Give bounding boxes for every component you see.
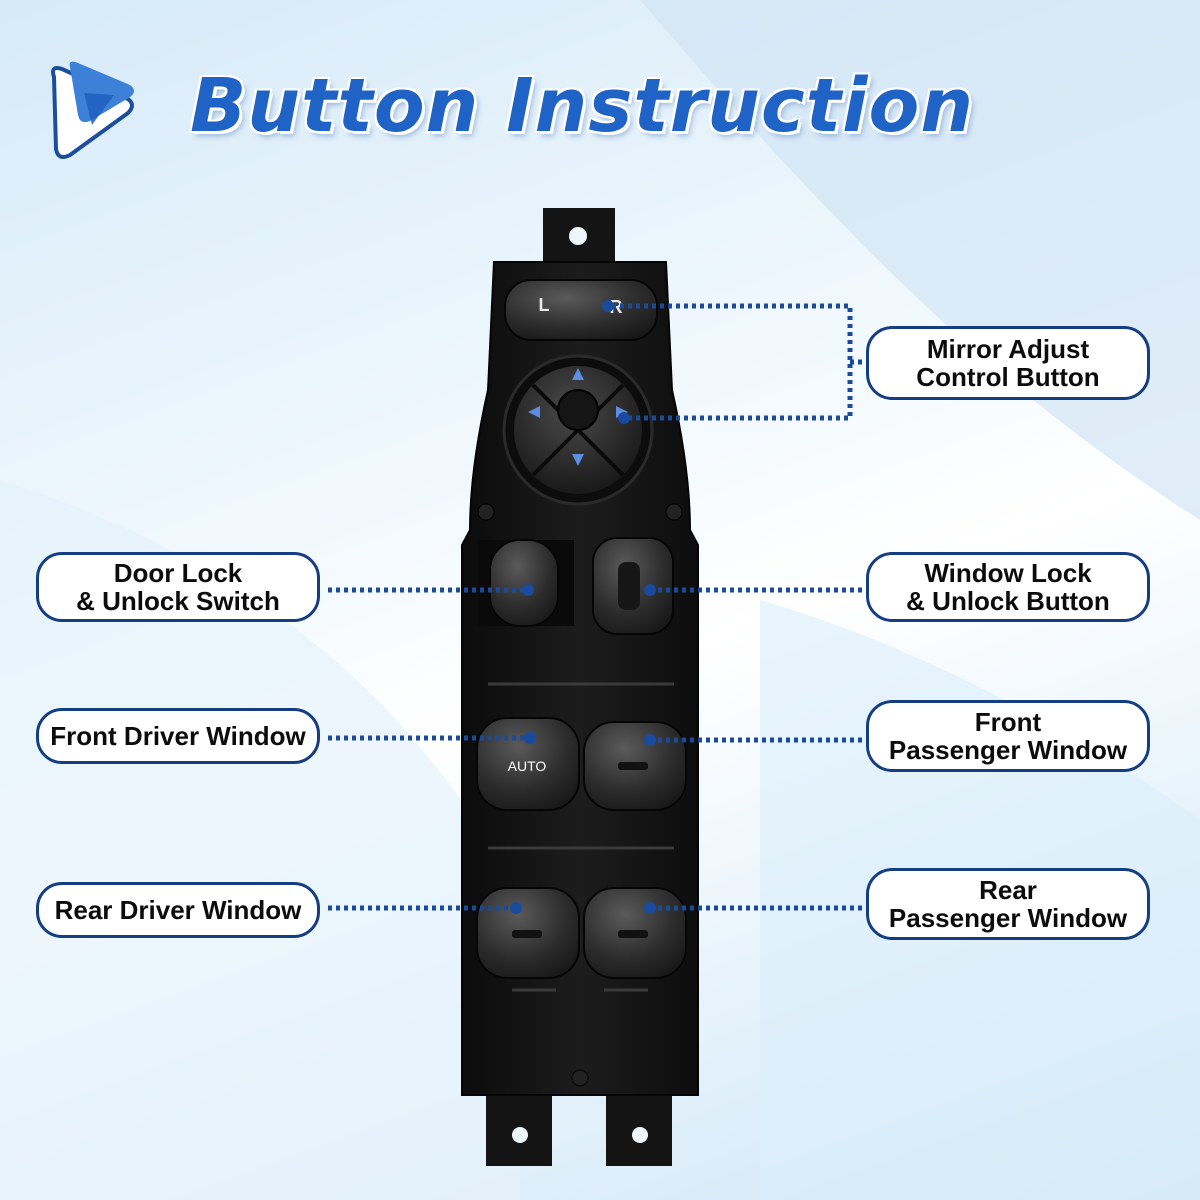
front-passenger-window-button[interactable] (583, 721, 687, 811)
mirror-adjust-dial[interactable] (502, 354, 654, 506)
front-driver-window-button[interactable]: AUTO (476, 717, 580, 811)
door-lock-callout: Door Lock & Unlock Switch (36, 552, 320, 622)
page-header: Button Instruction (40, 55, 973, 175)
leader-endpoints (510, 300, 656, 914)
mirror-left-label: L (539, 295, 550, 315)
rear-driver-window-button[interactable] (476, 887, 580, 979)
rear-driver-callout: Rear Driver Window (36, 882, 320, 938)
auto-label: AUTO (508, 758, 547, 774)
mirror-adjust-leader (612, 303, 868, 421)
front-passenger-callout: Front Passenger Window (866, 700, 1150, 772)
rear-passenger-callout: Rear Passenger Window (866, 868, 1150, 940)
mirror-adjust-callout: Mirror Adjust Control Button (866, 326, 1150, 400)
window-lock-button[interactable] (592, 537, 674, 635)
page-title: Button Instruction (190, 63, 975, 149)
window-lock-callout: Window Lock & Unlock Button (866, 552, 1150, 622)
top-mount-tab (543, 208, 615, 268)
play-logo-icon (51, 61, 134, 159)
bottom-mount-tabs (486, 1090, 672, 1166)
arrow-left-icon (528, 406, 540, 418)
arrow-up-icon (572, 368, 584, 380)
arrow-down-icon (572, 454, 584, 466)
door-lock-switch[interactable] (478, 539, 574, 627)
front-driver-callout: Front Driver Window (36, 708, 320, 764)
rear-passenger-window-button[interactable] (583, 887, 687, 979)
mirror-selector-switch[interactable]: L R (504, 279, 658, 341)
